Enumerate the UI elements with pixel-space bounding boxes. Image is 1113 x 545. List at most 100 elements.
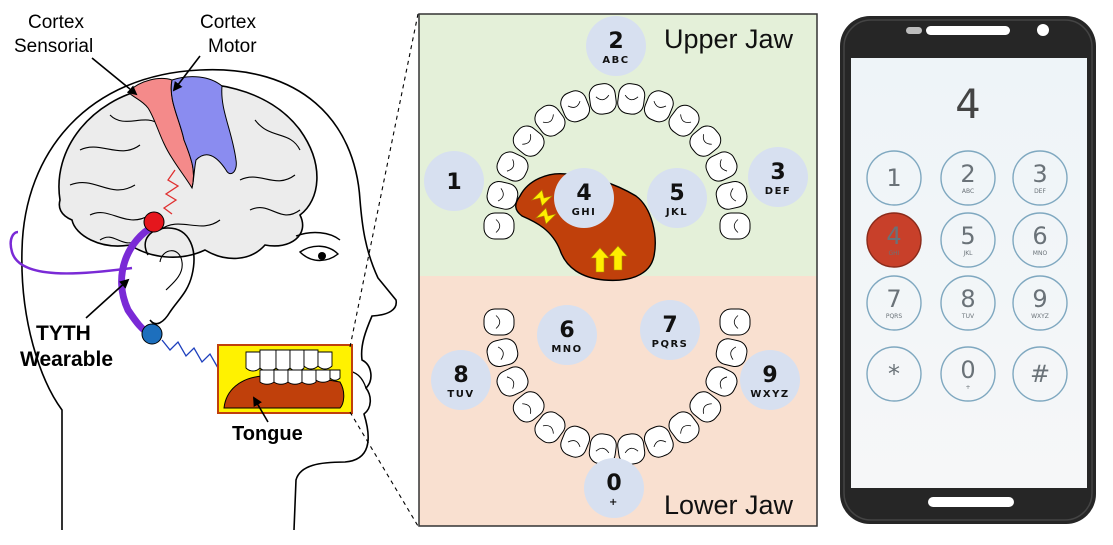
phone-key-ring: [1012, 346, 1068, 402]
phone-key-star[interactable]: *: [866, 346, 922, 402]
phone-key-ring: [1012, 212, 1068, 268]
jaw-key-1: 1: [424, 151, 484, 211]
label-tongue: Tongue: [232, 423, 303, 445]
jaw-key-letters: MNO: [551, 344, 582, 355]
phone-key-letters: JKL: [962, 250, 973, 257]
jaw-key-circle: [424, 151, 484, 211]
phone-key-number: 5: [960, 222, 975, 250]
phone-key-ring: [940, 212, 996, 268]
label-cortex-motor: Cortex Motor: [200, 12, 261, 57]
jaw-key-circle: [640, 300, 700, 360]
eyebrow: [295, 231, 341, 241]
jaw-key-number: 5: [669, 181, 684, 206]
phone-key-number: 8: [960, 285, 975, 313]
phone-key-ring: [866, 275, 922, 331]
phone-key-letters: +: [965, 384, 970, 391]
jaw-key-number: 7: [662, 313, 677, 338]
tooth: [689, 391, 722, 423]
jaw-panel-border: [418, 13, 818, 527]
jaw-key-0: 0+: [584, 458, 644, 518]
label-cortex-sensorial: Cortex Sensorial: [14, 12, 93, 57]
tooth: [588, 83, 617, 115]
jaw-key-circle: [740, 350, 800, 410]
phone-key-hash[interactable]: #: [1012, 346, 1068, 402]
upper-teeth-arch: [483, 83, 751, 240]
label-tyth-wearable: TYTH Wearable: [20, 322, 113, 371]
phone-key-letters: PQRS: [886, 313, 903, 320]
jaw-key-letters: WXYZ: [750, 389, 789, 400]
tooth: [534, 104, 566, 137]
jaw-key-letters: +: [609, 497, 619, 508]
jaw-key-circle: [647, 168, 707, 228]
phone-key-number: #: [1030, 360, 1050, 388]
tooth: [668, 411, 700, 444]
phone-bezel-edge: [843, 19, 1093, 521]
phone-key-letters: WXYZ: [1031, 313, 1049, 320]
phone-key-1[interactable]: 1: [866, 150, 922, 206]
tooth: [719, 308, 751, 336]
phone-key-letters: ABC: [962, 188, 974, 195]
jaw-key-circle: [431, 350, 491, 410]
tooth: [512, 391, 545, 423]
arrow-tongue: [253, 396, 269, 423]
jaw-key-letters: JKL: [665, 207, 688, 218]
tooth: [486, 181, 519, 210]
jaw-key-circle: [584, 458, 644, 518]
tyth-wearable-cable: [9, 230, 133, 275]
tooth: [643, 425, 674, 458]
lower-teeth-arch: [483, 308, 751, 465]
tooth: [534, 411, 566, 444]
jaw-key-number: 4: [576, 181, 591, 206]
tongue-arrows: [531, 189, 628, 273]
tooth: [512, 125, 545, 157]
eye: [298, 245, 340, 262]
jaw-key-letters: DEF: [765, 186, 791, 197]
phone-key-number: 2: [960, 160, 975, 188]
sensor-blue-dot: [141, 323, 163, 345]
head-outline: [21, 68, 397, 531]
jaw-key-letters: GHI: [572, 207, 597, 218]
jaw-panel: Upper Jaw Lower Jaw 12ABC3DEF4GHI5JKL6MN…: [418, 13, 818, 527]
jaw-key-number: 0: [606, 471, 621, 496]
phone-key-ring: [866, 346, 922, 402]
brain-folds: [69, 114, 301, 244]
jaw-key-letters: TUV: [447, 389, 474, 400]
phone-key-letters: TUV: [961, 313, 975, 320]
phone-key-number: 3: [1032, 160, 1047, 188]
tooth: [705, 151, 738, 182]
jaw-key-letters: ABC: [602, 55, 629, 66]
phone-key-ring: [940, 275, 996, 331]
tooth: [715, 181, 748, 210]
tooth: [689, 125, 722, 157]
phone-key-number: 6: [1032, 222, 1047, 250]
tooth: [483, 308, 515, 336]
phone-key-letters: DEF: [1034, 188, 1046, 195]
tooth: [715, 338, 748, 367]
zoom-line-top: [349, 13, 419, 348]
phone-key-ring: [940, 346, 996, 402]
tongue-signal-line: [161, 339, 219, 369]
phone-key-0[interactable]: 0+: [940, 346, 996, 402]
jaw-key-circle: [537, 305, 597, 365]
jaw-key-circle: [554, 168, 614, 228]
arrow-wearable: [85, 278, 130, 319]
tooth: [617, 433, 646, 465]
tooth: [560, 425, 591, 458]
ear-inner: [159, 250, 183, 291]
phone-key-letters: MNO: [1033, 250, 1048, 257]
